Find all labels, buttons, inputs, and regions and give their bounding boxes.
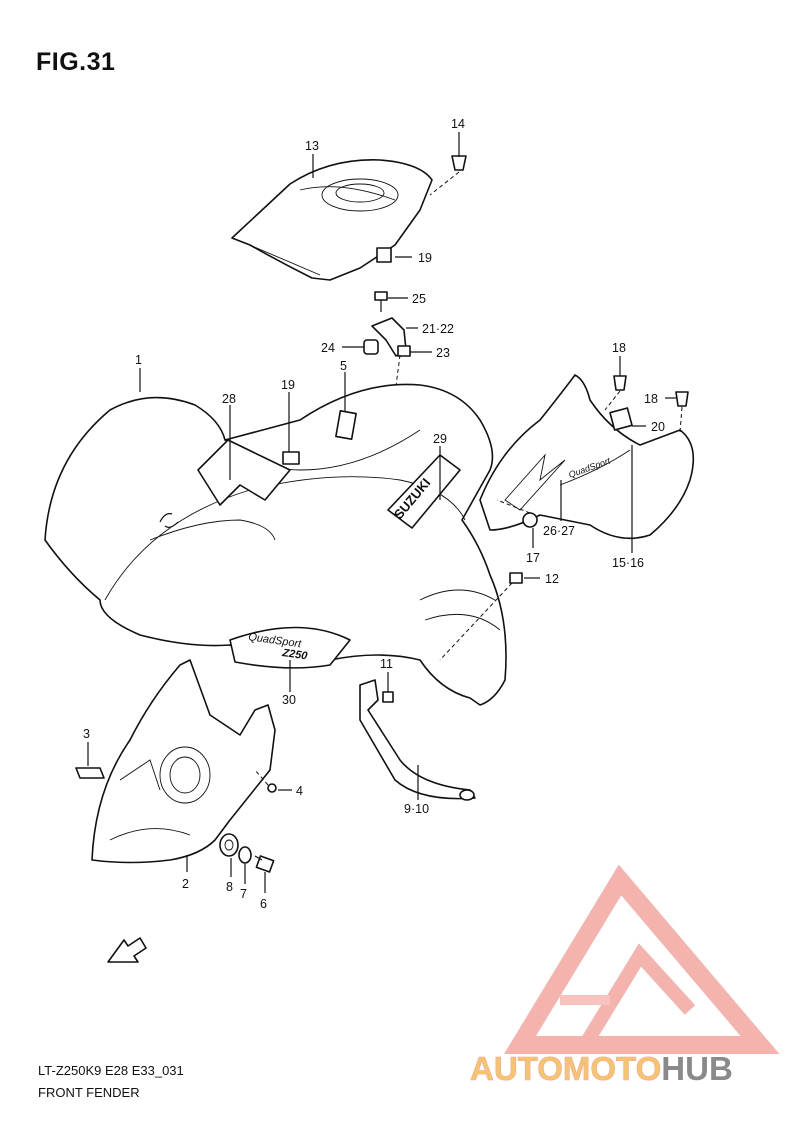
watermark-part1: AUTOMOTO <box>470 1050 661 1087</box>
callout-18a: 18 <box>612 341 626 355</box>
part-3-clip-nut-icon <box>75 767 105 779</box>
callout-7: 7 <box>240 887 247 901</box>
callout-19a: 19 <box>281 378 295 392</box>
callout-28: 28 <box>222 392 236 406</box>
callout-29: 29 <box>433 432 447 446</box>
callout-2: 2 <box>182 877 189 891</box>
callout-12: 12 <box>545 572 559 586</box>
callout-14: 14 <box>451 117 465 131</box>
leader-lines <box>87 132 676 893</box>
watermark-text: AUTOMOTOHUB <box>470 1050 733 1088</box>
callout-8: 8 <box>226 880 233 894</box>
part-25-bolt-icon <box>374 291 388 312</box>
part-24-nut-icon <box>363 339 379 355</box>
svg-text:AUTOMOTOHUB: AUTOMOTOHUB <box>470 1050 733 1087</box>
callout-23: 23 <box>436 346 450 360</box>
part-13-cover <box>231 159 433 281</box>
fwd-arrow-icon: FWD <box>107 937 147 963</box>
part-14-clip-icon <box>429 146 467 196</box>
callout-9-10: 9·10 <box>404 802 429 816</box>
part-18b-clip-icon <box>675 391 689 433</box>
callout-1: 1 <box>135 353 142 367</box>
callout-3: 3 <box>83 727 90 741</box>
part-7-washer-icon <box>238 846 252 864</box>
z250-decal-text: Z250 <box>281 647 309 663</box>
figure-title: FIG.31 <box>36 48 116 76</box>
callout-26-27: 26·27 <box>543 524 575 538</box>
part-15-side-panel: QuadSport <box>479 374 695 540</box>
callout-4: 4 <box>296 784 303 798</box>
part-9-stay <box>359 679 476 801</box>
callout-15-16: 15·16 <box>612 556 644 570</box>
part-1-front-fender: SUZUKI QuadSport Z250 <box>44 383 507 706</box>
callout-30: 30 <box>282 693 296 707</box>
callout-6: 6 <box>260 897 267 911</box>
watermark-logo-icon <box>504 864 780 1054</box>
watermark-part2: HUB <box>661 1050 733 1087</box>
callout-13: 13 <box>305 139 319 153</box>
callout-21-22: 21·22 <box>422 322 454 336</box>
callout-labels: 1 2 3 4 5 6 7 8 9·10 11 12 13 14 15·16 1… <box>83 117 665 911</box>
callout-17: 17 <box>526 551 540 565</box>
callout-24: 24 <box>321 341 335 355</box>
callout-25: 25 <box>412 292 426 306</box>
part-23-pad <box>397 345 411 357</box>
part-18-clip-icon <box>604 375 627 411</box>
model-code: LT-Z250K9 E28 E33_031 <box>38 1063 184 1078</box>
callout-19b: 19 <box>418 251 432 265</box>
part-8-grommet-icon <box>219 833 239 857</box>
part-4-screw-icon <box>254 769 277 793</box>
part-6-bolt-icon <box>254 855 275 873</box>
part-17-bolt-icon <box>496 499 538 528</box>
part-2-inner-fender <box>91 659 276 864</box>
callout-5: 5 <box>340 359 347 373</box>
callout-18b: 18 <box>644 392 658 406</box>
part-11-bolt-icon <box>382 680 394 703</box>
figure-name: FRONT FENDER <box>38 1085 140 1100</box>
callout-20: 20 <box>651 420 665 434</box>
callout-11: 11 <box>380 657 393 671</box>
part-12-bolt-icon <box>439 572 523 661</box>
